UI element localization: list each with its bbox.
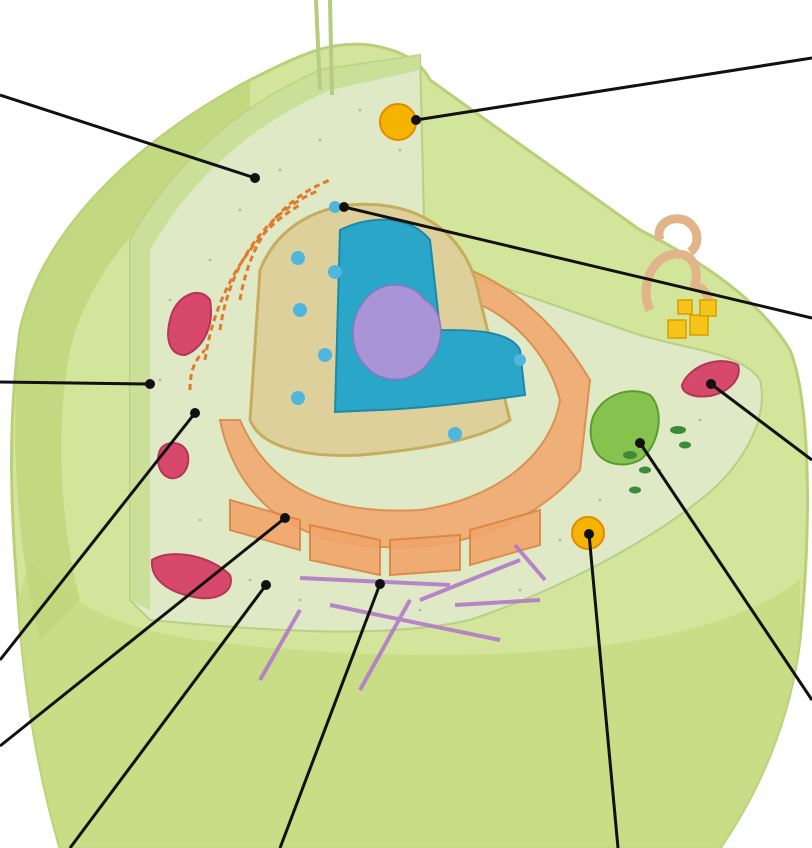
leader-dot-icon: [280, 513, 290, 523]
leader-dot-icon: [250, 173, 260, 183]
leader-dot-icon: [375, 579, 385, 589]
leader-dot-icon: [706, 379, 716, 389]
leader-dot-icon: [339, 202, 349, 212]
leader-dot-icon: [190, 408, 200, 418]
leader-dot-icon: [261, 580, 271, 590]
leader-dot-icon: [411, 115, 421, 125]
leader-dot-icon: [584, 529, 594, 539]
leader-dot-icon: [145, 379, 155, 389]
leader-line-2: [416, 58, 812, 120]
leader-dot-icon: [635, 438, 645, 448]
leader-line-4: [0, 382, 150, 384]
